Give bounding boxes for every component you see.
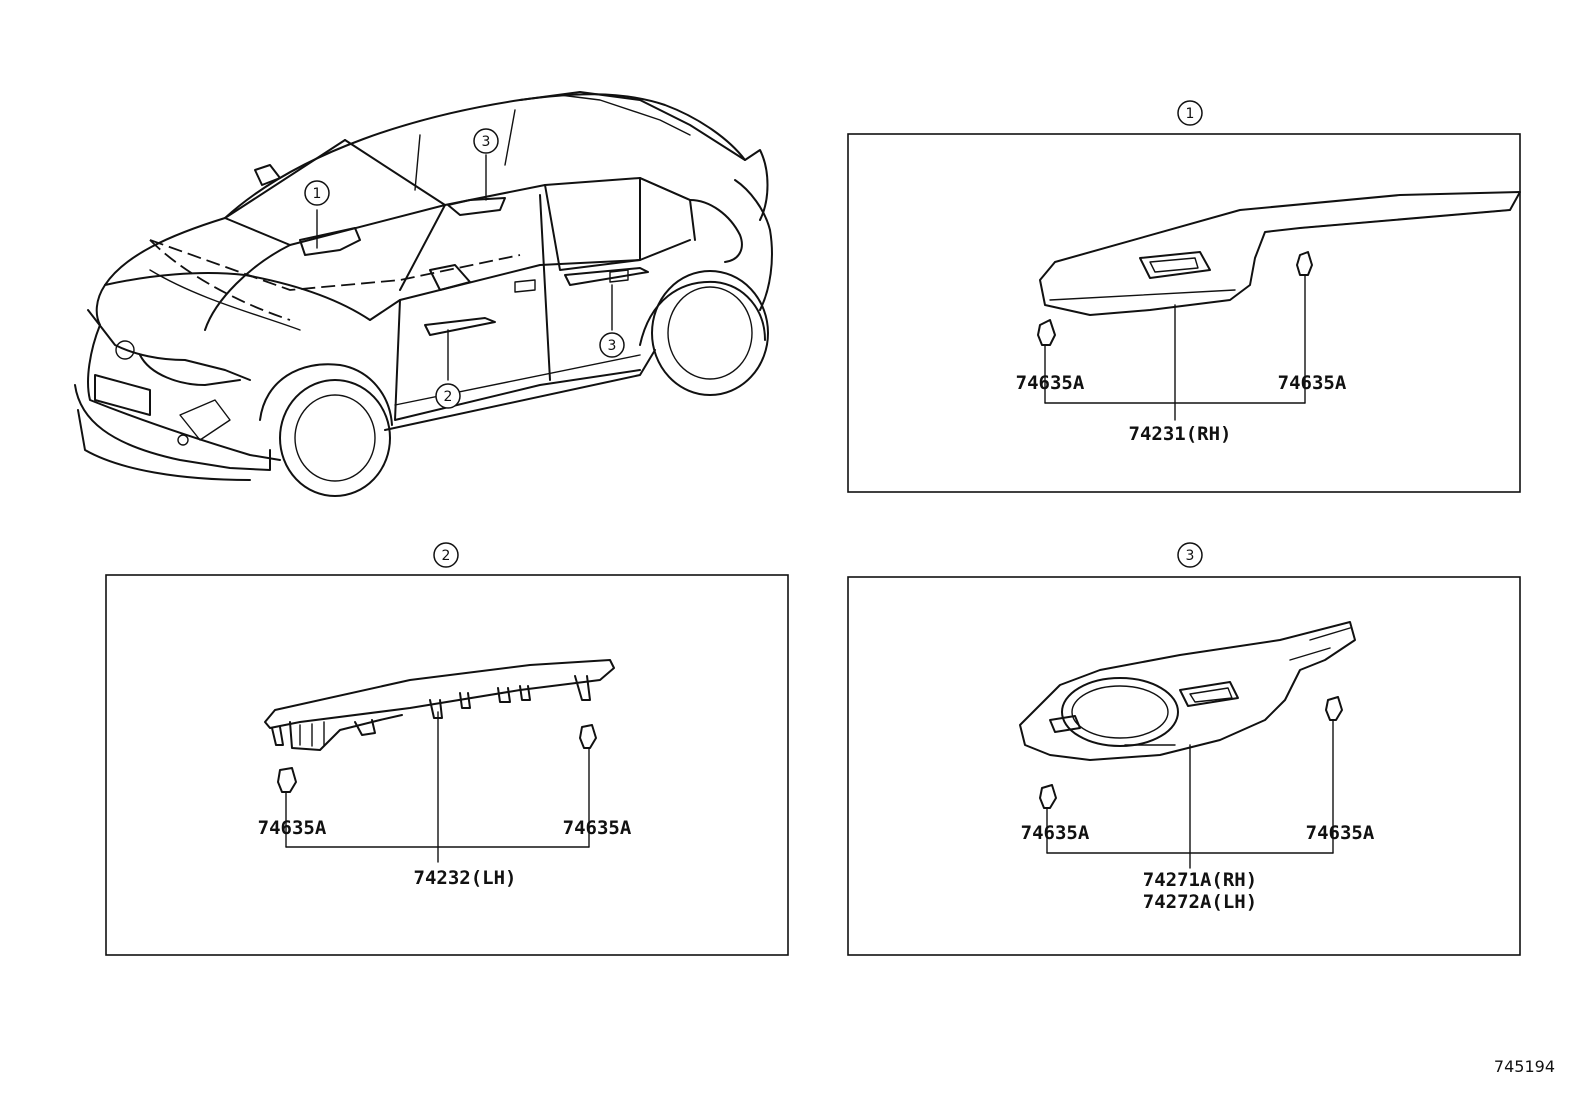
callout-2-car: 2 [435,383,461,409]
diagram-reference: 745194 [1494,1057,1555,1076]
rear-armrest-panel [1019,621,1356,761]
clip-left [1037,319,1056,346]
armrest-panel-rh [1039,191,1521,316]
callout-3-panel-text: 3 [1186,548,1195,564]
callout-3-car-top: 3 [473,128,499,154]
callout-1-panel: 1 [1177,100,1203,126]
panel-3: 3 74635A 74635A 74271A(RH) 74272A(LH) [847,542,1521,956]
panel-2-clip-left-label: 74635A [258,817,327,839]
callout-3-car-side: 3 [599,332,625,358]
clip-right [1325,696,1343,721]
panel-2: 2 74635A 74635A 74232(LH) [105,542,789,956]
clip-left [277,767,297,793]
panel-2-part-label: 74232(LH) [414,867,517,889]
panel-1-clip-right-label: 74635A [1278,372,1347,394]
clip-right [1296,251,1313,276]
callout-3-car-top-text: 3 [482,134,491,150]
callout-2-panel: 2 [433,542,459,568]
callout-2-panel-text: 2 [442,548,451,564]
switch-base-lh [264,659,615,729]
panel-3-part-label-rh: 74271A(RH) [1143,869,1257,891]
clip-left [1039,784,1057,809]
panel-3-clip-left-label: 74635A [1021,822,1090,844]
panel-1: 1 74635A 74635A 74231(RH) [847,100,1521,493]
callout-3-car-side-text: 3 [608,338,617,354]
panel-3-clip-right-label: 74635A [1306,822,1375,844]
panel-2-clip-right-label: 74635A [563,817,632,839]
panel-3-part-label-lh: 74272A(LH) [1143,891,1257,913]
panel-1-clip-left-label: 74635A [1016,372,1085,394]
callout-2-car-text: 2 [444,389,453,405]
callout-1-car-text: 1 [313,186,322,202]
vehicle-overview [74,91,773,497]
callout-3-panel: 3 [1177,542,1203,568]
panel-1-part-label: 74231(RH) [1129,423,1232,445]
callout-1-panel-text: 1 [1186,106,1195,122]
callout-1-car: 1 [304,180,330,206]
clip-right [579,724,597,749]
